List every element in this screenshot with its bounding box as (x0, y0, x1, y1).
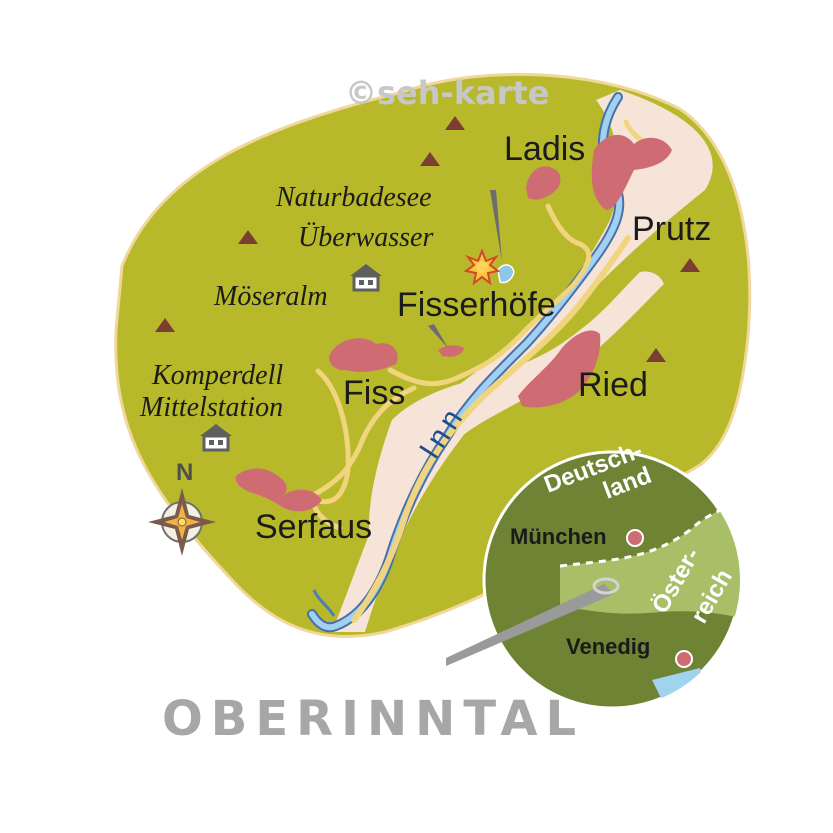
mountain-peak-icon (646, 348, 666, 362)
label-station-2: Mittelstation (139, 392, 283, 423)
label-prutz: Prutz (632, 210, 711, 248)
town-serfaus-shape (235, 468, 322, 512)
mountains (155, 116, 700, 362)
town-ladis-shape (526, 166, 561, 200)
inset-venice: Venedig (566, 634, 650, 659)
pointer-fisserhofe (428, 324, 448, 348)
label-fisserhofe: Fisserhöfe (397, 286, 556, 324)
lake-uberwasser (497, 264, 515, 284)
sun-burst-icon (463, 248, 501, 286)
road-main (312, 368, 351, 531)
hut-icon (350, 264, 382, 292)
mountain-peak-icon (680, 258, 700, 272)
town-shapes (235, 134, 672, 512)
inset-marker (592, 577, 620, 595)
inset-pointer (446, 584, 614, 666)
town-ried-shape (518, 330, 601, 408)
label-lake-2: Überwasser (298, 222, 433, 253)
map-title: OBERINNTAL (162, 691, 584, 747)
munich-city-dot (626, 529, 644, 547)
hut-icon (200, 424, 232, 452)
road-valley (351, 235, 631, 623)
road-serfaus-valley (309, 385, 417, 499)
label-lake-1: Naturbadesee (275, 182, 432, 213)
label-ladis: Ladis (504, 130, 585, 168)
inset-map (446, 450, 742, 710)
label-station-1: Komperdell (151, 360, 283, 391)
label-ried: Ried (578, 366, 648, 404)
label-fiss: Fiss (343, 374, 405, 412)
stream (312, 589, 336, 617)
town-fiss-shape (329, 338, 398, 372)
mountain-peak-icon (238, 230, 258, 244)
label-serfaus: Serfaus (255, 508, 372, 546)
venice-city-dot (675, 650, 693, 668)
mountain-peak-icon (445, 116, 465, 130)
compass-rose-icon (148, 488, 216, 556)
inset-munich: München (510, 524, 607, 549)
mountain-peak-icon (155, 318, 175, 332)
copyright-label: ©seh-karte (345, 74, 549, 112)
town-fisserhofe-shape (438, 345, 464, 357)
road-fiss-ladis (387, 203, 592, 387)
mountain-peak-icon (420, 152, 440, 166)
label-moseralm: Möseralm (213, 281, 328, 312)
compass-label: N (176, 459, 193, 486)
pointer-lake (490, 190, 502, 262)
town-prutz-shape (591, 134, 672, 210)
